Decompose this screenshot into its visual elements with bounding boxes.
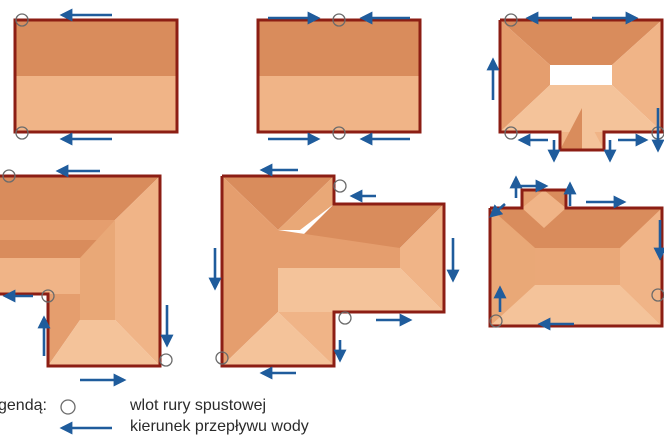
downpipe-inlet-icon bbox=[215, 351, 229, 365]
downpipe-inlet-icon bbox=[15, 13, 29, 27]
roof-hip-3 bbox=[498, 18, 664, 152]
downpipe-inlet-icon bbox=[504, 126, 518, 140]
downpipe-inlet-icon bbox=[489, 314, 503, 328]
downpipe-inlet-icon bbox=[60, 399, 76, 415]
downpipe-inlet-icon bbox=[333, 179, 347, 193]
roof-gable-2 bbox=[256, 18, 422, 134]
downpipe-inlets bbox=[2, 13, 664, 367]
downpipe-inlet-icon bbox=[332, 13, 346, 27]
flow-arrows bbox=[2, 8, 664, 387]
downpipe-inlet-icon bbox=[651, 288, 664, 302]
downpipe-inlet-icon bbox=[2, 169, 16, 183]
downpipe-inlet-icon bbox=[41, 289, 55, 303]
downpipe-inlet-icon bbox=[504, 13, 518, 27]
downpipe-inlet-icon bbox=[15, 126, 29, 140]
roof-gable-1 bbox=[13, 18, 179, 134]
downpipe-inlet-icon bbox=[159, 353, 173, 367]
downpipe-inlet-icon bbox=[332, 126, 346, 140]
legend-inlet-label: wlot rury spustowej bbox=[130, 397, 267, 414]
downpipe-inlet-icon bbox=[338, 311, 352, 325]
legend-title: gendą: bbox=[0, 397, 47, 414]
roof-l-shape-4 bbox=[0, 174, 162, 368]
roof-complex-6 bbox=[488, 188, 664, 328]
legend-flow-label: kierunek przepływu wody bbox=[130, 418, 309, 435]
flow-arrow-icon bbox=[489, 203, 506, 218]
roof-t-shape-5 bbox=[220, 174, 446, 368]
